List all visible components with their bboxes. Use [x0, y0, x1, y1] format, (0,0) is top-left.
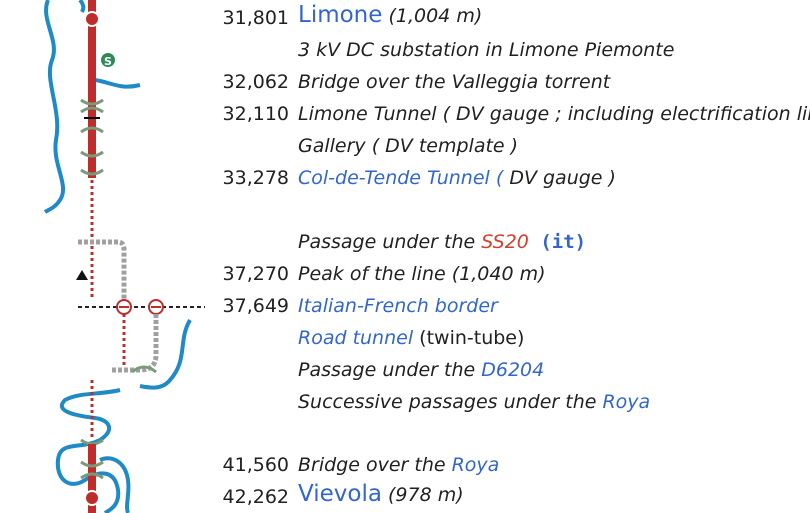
route-row-peak: 37,270 Peak of the line (1,040 m) [0, 261, 810, 291]
km-marker: 32,110 [222, 103, 289, 125]
tunnel-portal-lower-icon [131, 365, 157, 374]
route-description: Gallery ( DV template ) [298, 135, 519, 157]
route-description-prefix: Passage under the [298, 359, 482, 381]
route-diagram: S [43, 0, 205, 513]
station-elevation: (1,004 m) [388, 5, 483, 27]
substation-letter: S [104, 55, 112, 68]
route-row-ss20: Passage under the SS20 (it) [0, 229, 810, 259]
link-italian-french-border[interactable]: Italian-French border [298, 295, 498, 317]
route-description-prefix: Passage under the [298, 231, 482, 253]
link-road-tunnel[interactable]: Road tunnel [298, 327, 414, 349]
bridge-icon [80, 98, 104, 114]
route-description: Peak of the line (1,040 m) [298, 263, 546, 285]
route-row-road-tunnel: Road tunnel (twin-tube) [0, 325, 810, 355]
route-description: Bridge over the Valleggia torrent [298, 71, 611, 93]
route-description: Passage under the SS20 (it) [298, 231, 586, 253]
redlink-ss20[interactable]: SS20 [481, 231, 529, 253]
road-ss20 [78, 239, 127, 300]
route-description: Road tunnel (twin-tube) [298, 327, 524, 349]
route-row-d6204: Passage under the D6204 [0, 357, 810, 387]
route-row-bridge-valleggia: 32,062 Bridge over the Valleggia torrent [0, 69, 810, 99]
route-row-limone: 31,801 Limone (1,004 m) [0, 2, 810, 35]
river-lower [55, 388, 121, 513]
tunnel-portal-icon [80, 126, 104, 158]
link-roya[interactable]: Roya [602, 391, 651, 413]
km-marker: 42,262 [222, 486, 289, 508]
km-marker: 37,270 [222, 263, 289, 285]
route-description-rest: (twin-tube) [413, 327, 525, 349]
route-description: Limone Tunnel ( DV gauge ; including ele… [298, 103, 810, 125]
km-marker: 41,560 [222, 454, 289, 476]
tunnel-portal-icon-2 [80, 168, 104, 176]
route-description: 3 kV DC substation in Limone Piemonte [298, 39, 675, 61]
station-entry: Vievola (978 m) [298, 481, 464, 507]
station-limone-icon [84, 11, 100, 27]
link-d6204[interactable]: D6204 [481, 359, 545, 381]
route-row-roya-passages: Successive passages under the Roya [0, 389, 810, 419]
route-row-vievola: 42,262 Vievola (978 m) [0, 481, 810, 513]
route-row-substation: 3 kV DC substation in Limone Piemonte [0, 37, 810, 67]
route-row-col-de-tende: 33,278 Col-de-Tende Tunnel ( DV gauge ) [0, 165, 810, 195]
substation-icon [101, 53, 115, 67]
station-elevation: (978 m) [387, 484, 464, 506]
km-marker: 33,278 [222, 167, 289, 189]
river-right-upper [94, 78, 141, 89]
route-row-border: 37,649 Italian-French border [0, 293, 810, 323]
station-entry: Limone (1,004 m) [298, 2, 482, 28]
station-link-vievola[interactable]: Vievola [298, 481, 382, 507]
route-description-prefix: Bridge over the [298, 454, 452, 476]
station-link-limone[interactable]: Limone [298, 2, 383, 28]
river-top-stub [78, 0, 86, 13]
route-description-prefix: Successive passages under the [298, 391, 603, 413]
station-vievola-icon [84, 490, 100, 506]
km-marker: 32,062 [222, 71, 289, 93]
route-row-bridge-roya: 41,560 Bridge over the Roya [0, 452, 810, 482]
river-upper-left [43, 0, 66, 214]
route-description: Passage under the D6204 [298, 359, 544, 381]
bridge-lower-icon [80, 460, 104, 480]
route-description: Successive passages under the Roya [298, 391, 650, 413]
route-row-gallery: Gallery ( DV template ) [0, 133, 810, 163]
link-col-de-tende-tunnel[interactable]: Col-de-Tende Tunnel ( [298, 167, 504, 189]
river-right-lower [139, 318, 192, 390]
link-roya[interactable]: Roya [451, 454, 500, 476]
route-description-rest: DV gauge ) [503, 167, 616, 189]
route-description: Col-de-Tende Tunnel ( DV gauge ) [298, 167, 616, 189]
route-row-limone-tunnel: 32,110 Limone Tunnel ( DV gauge ; includ… [0, 101, 810, 131]
route-description: Italian-French border [298, 295, 498, 317]
river-lower-right [99, 456, 131, 513]
interlanguage-link-it[interactable]: (it) [528, 231, 587, 253]
km-marker: 31,801 [222, 7, 289, 29]
route-description: Bridge over the Roya [298, 454, 499, 476]
km-marker: 37,649 [222, 295, 289, 317]
peak-icon [76, 270, 88, 280]
